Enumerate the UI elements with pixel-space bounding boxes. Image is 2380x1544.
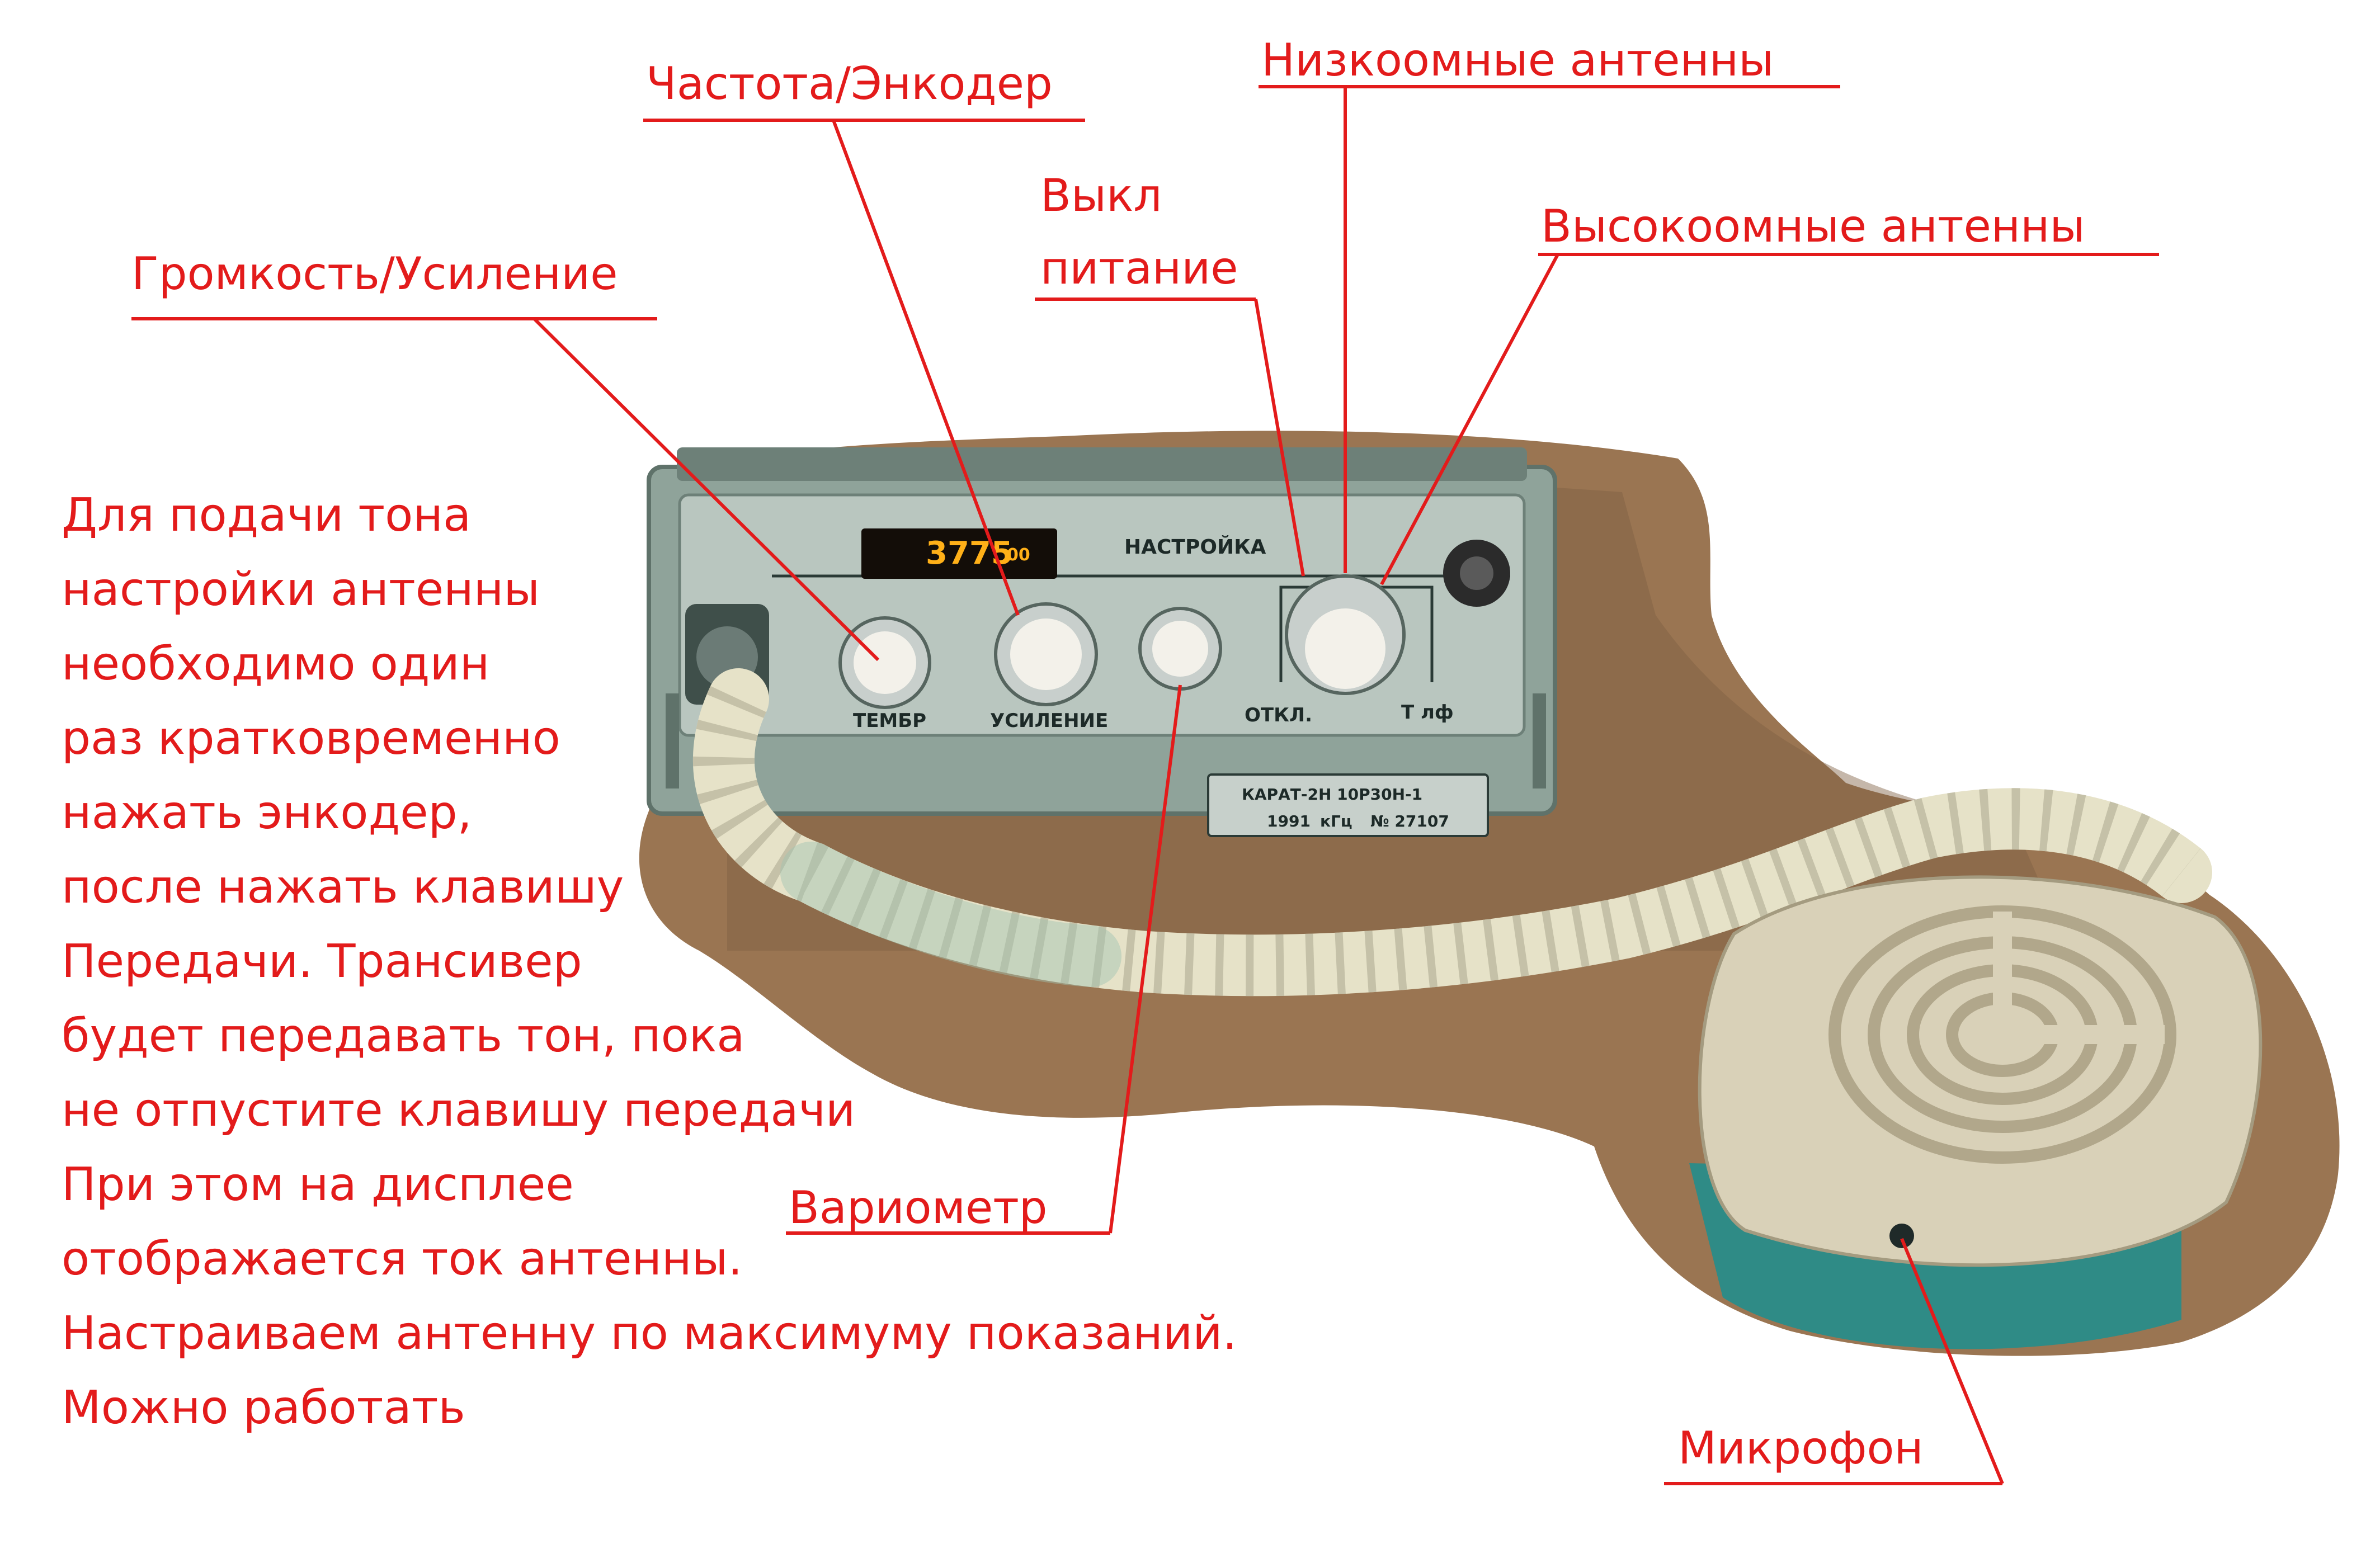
switch-label-off: ОТКЛ.	[1245, 704, 1312, 726]
frequency-display	[861, 528, 1057, 579]
nameplate-number: № 27107	[1370, 812, 1449, 830]
label-low-impedance-antennas: Низкоомные антенны	[1261, 34, 1774, 86]
panel-label-tuning: НАСТРОЙКА	[1124, 535, 1266, 559]
label-microphone: Микрофон	[1678, 1422, 1924, 1474]
knob-label-tone: ТЕМБР	[853, 710, 926, 732]
instruction-line: нажать энкодер,	[62, 786, 472, 839]
instruction-line: При этом на дисплее	[62, 1158, 574, 1211]
knob-gain-encoder	[994, 602, 1098, 706]
label-frequency-encoder: Частота/Энкодер	[646, 58, 1053, 110]
switch-label-tlf: Т лф	[1401, 701, 1454, 724]
instruction-line: Можно работать	[62, 1381, 465, 1434]
instruction-line: после нажать клавишу	[62, 861, 624, 914]
label-high-impedance-antennas: Высокоомные антенны	[1541, 200, 2085, 252]
instruction-line: необходимо один	[62, 638, 490, 691]
device-top-edge	[677, 447, 1527, 481]
label-power-off-line2: питание	[1040, 242, 1238, 294]
instruction-line: Настраиваем антенну по максимуму показан…	[62, 1307, 1237, 1360]
display-small-digits: 00	[1007, 545, 1030, 565]
nameplate-unit: кГц	[1320, 812, 1352, 830]
label-power-off-line1: Выкл	[1040, 169, 1162, 221]
nameplate-year: 1991	[1267, 812, 1311, 830]
antenna-connector	[1443, 540, 1510, 607]
instruction-line: не отпустите клавишу передачи	[62, 1084, 856, 1137]
label-variometer: Вариометр	[789, 1182, 1048, 1234]
instruction-line: Передачи. Трансивер	[62, 935, 582, 988]
knob-tone	[838, 616, 931, 709]
knob-antenna-switch	[1285, 574, 1406, 695]
instruction-line: будет передавать тон, пока	[62, 1009, 745, 1063]
tuning-instructions: Для подачи тона настройки антенны необхо…	[62, 478, 1237, 1445]
instruction-line: настройки антенны	[62, 563, 540, 616]
annotation-lines	[131, 85, 2159, 1485]
nameplate	[1207, 773, 1489, 837]
instruction-line: Для подачи тона	[62, 489, 472, 542]
instruction-line: отображается ток антенны.	[62, 1233, 743, 1286]
nameplate-model: КАРАТ-2Н 10Р30Н-1	[1242, 785, 1422, 804]
label-volume-gain: Громкость/Усиление	[131, 248, 618, 300]
knob-label-gain: УСИЛЕНИЕ	[990, 710, 1108, 732]
instruction-line: раз кратковременно	[62, 712, 560, 765]
knob-variometer	[1138, 607, 1222, 691]
microphone	[1689, 875, 2263, 1349]
